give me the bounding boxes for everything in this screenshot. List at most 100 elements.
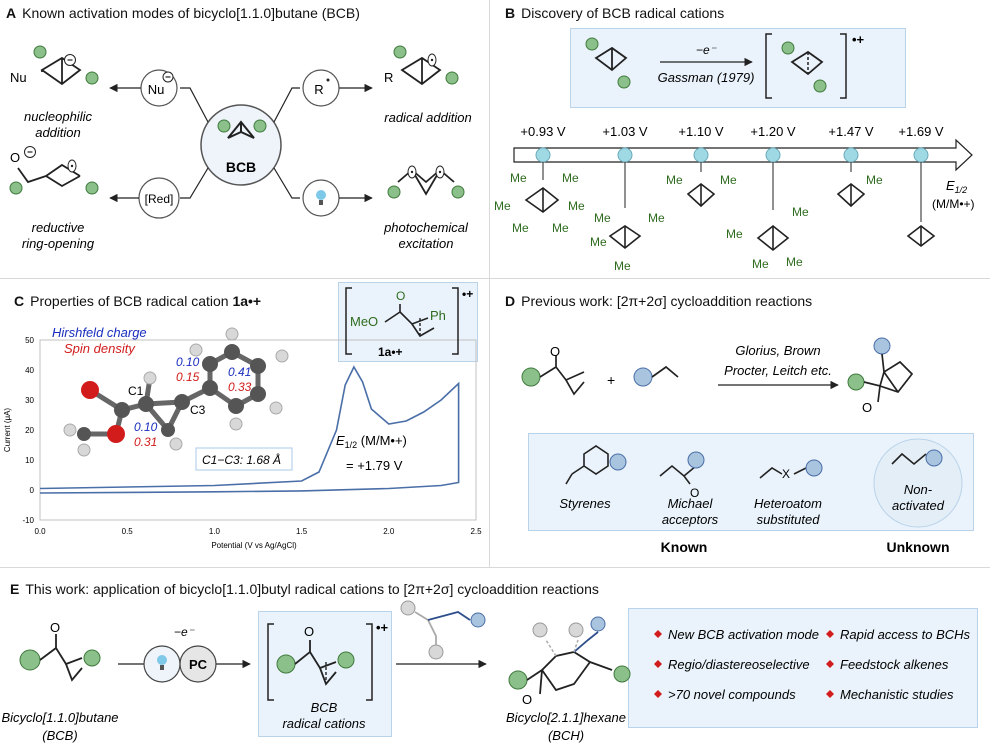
panel-d-graphics: O + Glorius, Brown Procter, Leitch etc. … (521, 337, 963, 555)
bond-length-label: C1−C3: 1.68 Å (202, 452, 281, 467)
potential-nodes (535, 147, 929, 163)
gassman-cation (790, 50, 824, 76)
cv-y-tick-5: 0 (30, 486, 35, 495)
bcb-tetramethyl (608, 225, 642, 250)
cv-x-tick-0: 0.0 (34, 527, 46, 536)
svg-text:Me: Me (562, 171, 579, 185)
non-activated-label-1: Non- (904, 482, 933, 497)
highlight-2: Rapid access to BCHs (840, 627, 971, 642)
bcb-parent (906, 224, 936, 248)
radical-label: radical addition (384, 110, 471, 125)
divider-horizontal-2 (0, 567, 990, 568)
svg-text:Me: Me (614, 259, 631, 273)
e-half-label: E1/2 (946, 178, 967, 195)
charge-value-2: 0.41 (228, 365, 251, 379)
molecule-1a-model (63, 327, 289, 457)
d-bch-product (863, 353, 914, 403)
cv-y-tick-2: 30 (25, 396, 34, 405)
svg-text:Me: Me (648, 211, 665, 225)
potential-3: +1.10 V (678, 124, 724, 139)
1a-charge: •+ (462, 287, 473, 301)
known-label: Known (661, 539, 708, 555)
spin-legend: Spin density (64, 341, 136, 356)
e-bcb-name-1: Bicyclo[1.1.0]butane (1, 710, 118, 725)
svg-text:Me: Me (512, 221, 529, 235)
e-bcb (39, 634, 83, 682)
e-bch-name-2: (BCH) (548, 728, 584, 743)
photochemical-label-1: photochemical (383, 220, 469, 235)
svg-text:Me: Me (594, 211, 611, 225)
1a-structure (384, 304, 435, 338)
charge-value-1: 0.10 (176, 355, 200, 369)
spin-value-1: 0.15 (176, 370, 200, 384)
cv-x-tick-2: 1.0 (209, 527, 221, 536)
cv-ylabel: Current (μA) (3, 408, 12, 453)
potential-2: +1.03 V (602, 124, 648, 139)
e-lightbulb-icon (157, 655, 167, 665)
pc-node (179, 645, 217, 683)
cv-y-tick-4: 10 (25, 456, 34, 465)
bond-length-box (195, 447, 293, 471)
reductive-label-1: reductive (32, 220, 85, 235)
d-conditions-1: Glorius, Brown (735, 343, 820, 358)
michael-label-2: acceptors (662, 512, 719, 527)
svg-text:Me: Me (510, 171, 527, 185)
svg-text:Me: Me (590, 235, 607, 249)
svg-text:Me: Me (494, 199, 511, 213)
d-bch-o: O (862, 400, 872, 415)
1a-o-label: O (396, 289, 405, 303)
unknown-label: Unknown (887, 539, 950, 555)
connector-bottom-right (273, 167, 300, 199)
hetero-label-1: Heteroatom (754, 496, 822, 511)
svg-text:Me: Me (666, 173, 683, 187)
gassman-arrow-label: −e⁻ (696, 43, 718, 57)
svg-text:Me: Me (720, 173, 737, 187)
charge-value-3: 0.10 (134, 420, 158, 434)
d-bcb (539, 355, 585, 396)
cation-box (258, 611, 392, 737)
compound-1a-box (338, 282, 478, 362)
divider-horizontal-1 (0, 278, 990, 279)
styrenes-label: Styrenes (559, 496, 611, 511)
e-bch-name-1: Bicyclo[2.1.1]hexane (506, 710, 626, 725)
hetero-label-2: substituted (757, 512, 821, 527)
nu-product-label: Nu (10, 70, 27, 85)
gassman-label: Gassman (1979) (658, 70, 755, 85)
cv-x-tick-3: 1.5 (296, 527, 308, 536)
svg-text:Me: Me (568, 199, 585, 213)
svg-text:Me: Me (786, 255, 803, 269)
non-activated-structure (891, 452, 927, 466)
cv-x-tick-1: 0.5 (122, 527, 134, 536)
cv-y-tick-1: 40 (25, 366, 34, 375)
highlight-4: Feedstock alkenes (840, 657, 949, 672)
bcb-tetramethyl-2 (756, 224, 790, 252)
d-bcb-o: O (550, 344, 560, 359)
e-oxidation-label: −e⁻ (174, 625, 196, 639)
bcb-monomethyl-me: Me (866, 173, 883, 187)
spin-value-3: 0.31 (134, 435, 157, 449)
non-activated-label-2: activated (892, 498, 945, 513)
hirshfeld-legend: Hirshfeld charge (52, 325, 147, 340)
d-plus: + (607, 372, 615, 388)
potential-6: +1.69 V (898, 124, 944, 139)
bcb-center-sub-right (253, 119, 267, 133)
cv-curve (39, 365, 460, 494)
svg-text:Me: Me (552, 221, 569, 235)
e-cation-name-1: BCB (311, 700, 338, 715)
o-label: O (10, 150, 20, 165)
highlight-3: Regio/diastereoselective (668, 657, 810, 672)
bcb-dimethyl (686, 182, 716, 208)
bcb-center-label: BCB (226, 159, 256, 175)
bcb-hexamethyl (524, 186, 560, 214)
svg-text:Me: Me (752, 257, 769, 271)
highlight-1: New BCB activation mode (668, 627, 819, 642)
